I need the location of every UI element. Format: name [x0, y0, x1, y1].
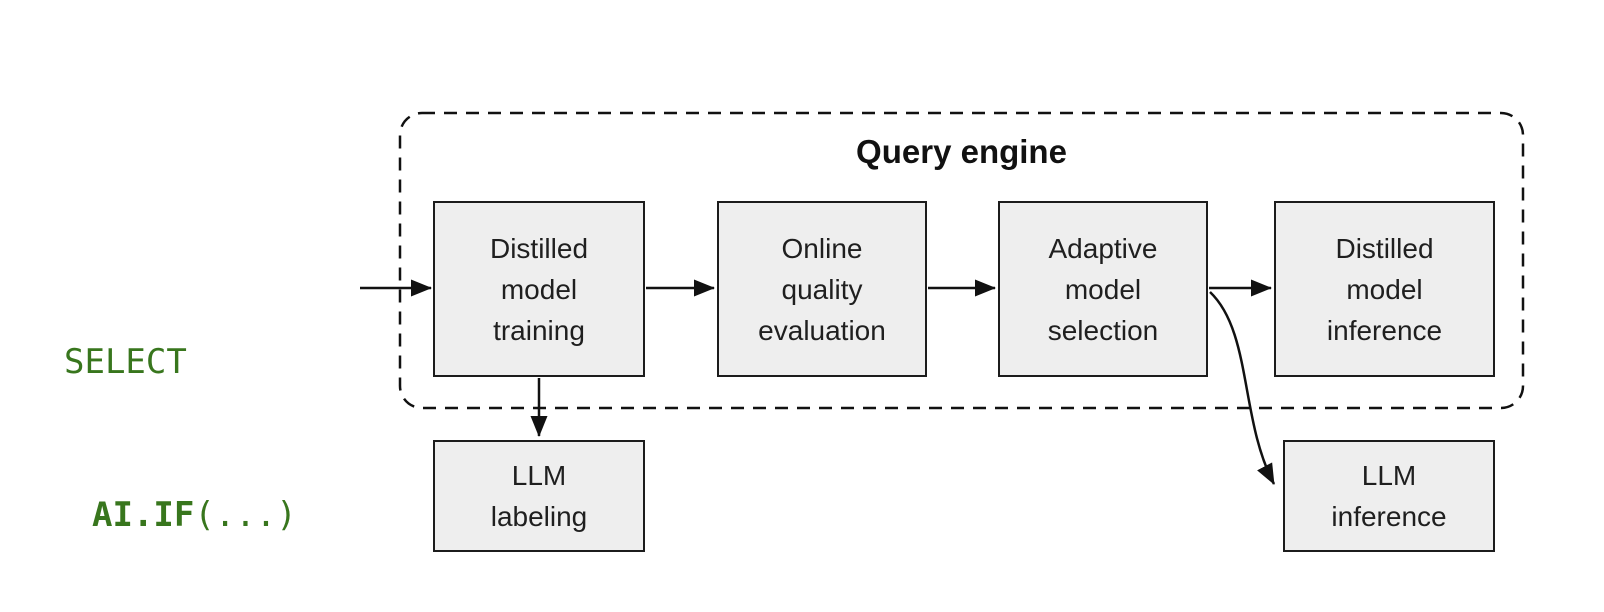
box-llm-labeling: LLM labeling	[433, 440, 645, 552]
box-label-distilled-model-inference: Distilled model inference	[1326, 232, 1443, 346]
box-label-llm-labeling: LLM labeling	[490, 460, 588, 532]
query-engine-boundary	[398, 111, 1525, 410]
sql-keyword: SELECT	[64, 342, 187, 382]
box-adaptive-model-selection: Adaptive model selection	[998, 201, 1208, 377]
box-label-llm-inference: LLM inference	[1331, 460, 1447, 532]
sql-line-2: AI.IF(...)	[64, 490, 297, 541]
box-online-quality-evaluation: Online quality evaluation	[717, 201, 927, 377]
sql-snippet: SELECT AI.IF(...)	[64, 235, 297, 612]
sql-function-args: (...)	[194, 495, 297, 535]
sql-line-1: SELECT	[64, 337, 297, 388]
sql-function-name: AI.IF	[92, 495, 195, 535]
box-distilled-model-inference: Distilled model inference	[1274, 201, 1495, 377]
box-distilled-model-training: Distilled model training	[433, 201, 645, 377]
box-llm-inference: LLM inference	[1283, 440, 1495, 552]
box-label-distilled-model-training: Distilled model training	[489, 232, 589, 346]
box-label-adaptive-model-selection: Adaptive model selection	[1047, 232, 1159, 346]
arrow-selection-to-llm-inference	[1209, 291, 1276, 485]
query-engine-title: Query engine	[856, 133, 1067, 170]
box-label-online-quality-evaluation: Online quality evaluation	[758, 232, 886, 346]
